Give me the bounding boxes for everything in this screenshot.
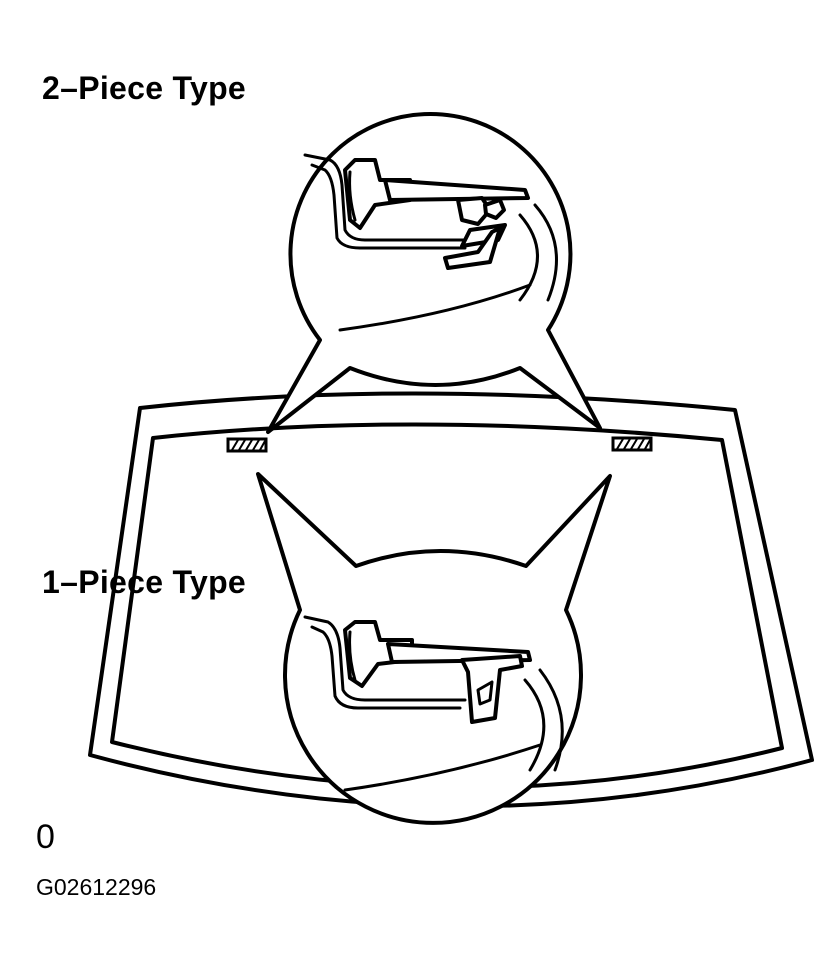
image-code: G02612296 (36, 874, 157, 900)
one-piece-type-label: 1–Piece Type (42, 564, 247, 600)
figure-number: 0 (36, 818, 55, 856)
windshield-outer-edge (88, 391, 814, 809)
right-clip-marker (611, 436, 653, 452)
one-piece-callout (256, 472, 612, 825)
two-piece-type-label: 2–Piece Type (42, 70, 247, 106)
two-piece-callout (266, 111, 602, 434)
two-piece-callout-bubble (266, 111, 602, 434)
windshield-inner-edge (110, 422, 784, 790)
left-clip-marker (226, 437, 268, 453)
